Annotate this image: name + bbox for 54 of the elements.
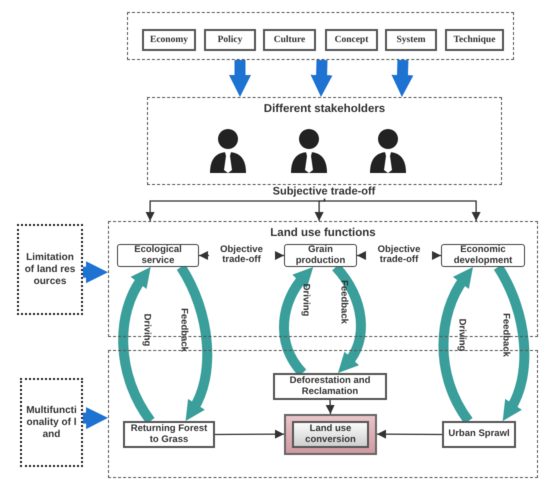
edge-label: Driving [456,318,466,352]
curved-arrow [118,266,155,424]
node-label: Culture [274,35,306,45]
node-label: Land use conversion [304,424,357,446]
dashed-group-box [147,97,502,185]
node-label: Grain production [294,244,346,266]
node-label: Multifunctionality of land [26,404,77,440]
function-box [284,244,357,267]
function-box [117,244,199,267]
dashed-group-box [127,12,514,60]
edge-label: Subjective trade-off [270,186,378,198]
edge-label: Driving [300,284,310,316]
curved-arrow [176,264,212,422]
factor-box [385,29,437,51]
function-box [441,244,525,267]
curved-arrow [494,264,530,422]
process-box [273,373,387,400]
arrow [377,430,442,439]
group-title: Land use functions [270,227,376,239]
node-label: Ecological service [133,244,183,266]
process-box [123,421,215,448]
node-label: Technique [454,35,496,45]
node-label: Limitation of land resources [24,252,76,288]
node-label: Concept [334,35,368,45]
factor-box [204,29,256,51]
block-arrow [83,261,108,284]
curved-arrow [438,266,473,424]
arrow [215,430,284,439]
node-label: Urban Sprawl [448,429,510,440]
factor-box [263,29,316,51]
node-label: Economy [150,35,188,45]
dotted-box [20,378,83,467]
factor-box [445,29,504,51]
block-arrow [310,60,333,97]
node-label: System [396,35,426,45]
block-arrow [229,60,251,97]
arrow [326,400,335,414]
node-label: Economic development [452,244,514,266]
edge-label: Feedback [338,280,348,324]
edge-label: Feedback [500,313,510,357]
edge-label: Driving [140,314,152,346]
factor-box [325,29,378,51]
node-label: Returning Forest to Grass [130,424,208,446]
block-arrow [392,60,414,97]
group-title: Different stakeholders [264,103,386,115]
node-label: Policy [218,35,242,45]
edge-label: Feedback [178,308,188,352]
factor-box [142,29,196,51]
arrow [324,185,481,221]
node-label: Deforestation and Reclamation [288,376,372,398]
conversion-box [284,414,377,455]
dotted-box [17,224,83,315]
block-arrow [82,407,108,430]
process-box [442,421,516,448]
